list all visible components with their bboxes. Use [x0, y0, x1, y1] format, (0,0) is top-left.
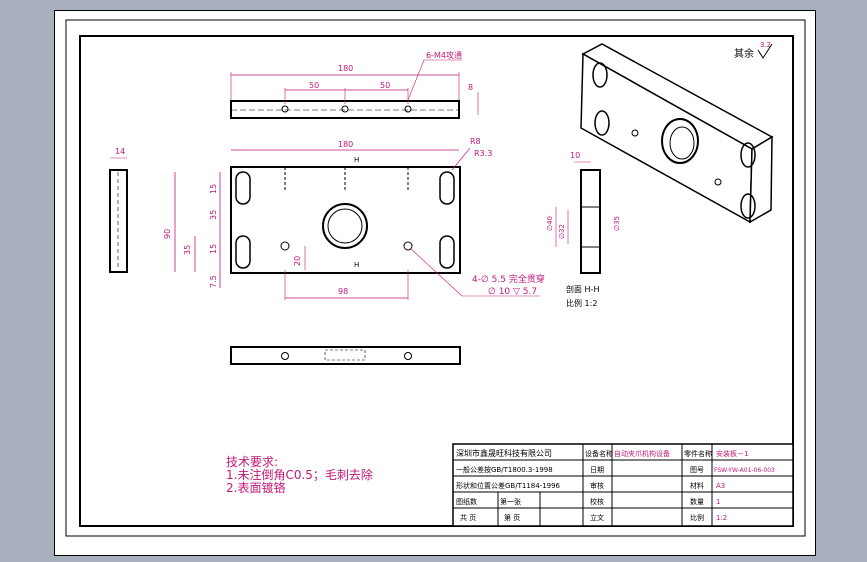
dim-left-15-bottom: 15: [209, 244, 218, 254]
tolerance-geometric: 形状和位置公差GB/T1184-1996: [456, 481, 561, 490]
drawing-no-label: 图号: [690, 466, 704, 474]
surface-finish-value: 3.2: [760, 41, 771, 49]
sheet-number: 第一张: [500, 497, 521, 506]
dim-side-thickness: 14: [115, 147, 125, 156]
border-frame: [79, 35, 794, 527]
quantity-label: 数量: [690, 497, 704, 506]
check-label: 校核: [590, 497, 604, 506]
scale: 1:2: [716, 514, 727, 522]
part-name-label: 零件名称: [684, 449, 712, 458]
drawing-no: FSW-YW-A01-06-003: [714, 467, 775, 474]
section-scale: 比例 1:2: [566, 298, 597, 308]
bottom-view: [230, 346, 461, 365]
inner-frame: [65, 19, 806, 537]
page-number: 第 页: [504, 513, 520, 522]
dim-section-c: ∅35: [613, 216, 621, 231]
equip-name-label: 设备名称: [585, 449, 613, 458]
material-label: 材料: [690, 481, 704, 490]
company-name: 深圳市鑫晟旺科技有限公司: [456, 448, 552, 458]
review-label: 审核: [590, 481, 604, 490]
total-pages: 共 页: [460, 513, 476, 522]
dim-left-7-5: 7.5: [209, 275, 218, 288]
dim-front-width: 180: [338, 140, 353, 149]
scale-label: 比例: [690, 513, 704, 522]
dim-section-a: ∅40: [546, 216, 554, 231]
hole-note-line1: 4-∅ 5.5 完全贯穿: [472, 273, 545, 285]
tech-notes-line2: 2.表面镀铬: [226, 481, 286, 495]
sheet-count-label: 图纸数: [456, 497, 477, 506]
approve-label: 立文: [590, 513, 604, 522]
tech-notes-title: 技术要求:: [226, 455, 279, 469]
dim-overall-height: 90: [163, 229, 172, 239]
dim-hole-span: 98: [338, 287, 348, 296]
section-marker-bottom: H: [354, 261, 359, 269]
dim-top-left: 50: [309, 81, 319, 90]
thread-note: 6-M4攻通: [426, 50, 462, 60]
part-name: 安装板－1: [716, 449, 748, 458]
quantity: 1: [716, 498, 720, 506]
hole-callout: 4-∅ 5.5 完全贯穿 ∅ 10 ▽ 5.7: [409, 247, 545, 297]
hole-note-line2: ∅ 10 ▽ 5.7: [488, 287, 537, 297]
section-view: 10 ∅40 ∅32 ∅35 剖面 H-H 比例 1:2: [546, 151, 621, 308]
dim-left-35: 35: [209, 210, 218, 220]
equip-name: 自动夹爪机构设备: [614, 449, 670, 458]
tech-notes-line1: 1.未注倒角C0.5；毛刺去除: [226, 468, 373, 482]
front-view: 180 H H R8 R3.3 15 35 15 7.5 90 35 20 98: [163, 137, 492, 300]
dim-top-height: 8: [468, 83, 473, 92]
date-label: 日期: [590, 466, 604, 474]
material: A3: [716, 482, 725, 490]
section-marker-top: H: [354, 156, 359, 164]
dim-left-15-top: 15: [209, 184, 218, 194]
dim-top-overall: 180: [338, 64, 353, 73]
surface-finish-label: 其余: [734, 47, 754, 60]
tolerance-general: 一般公差按GB/T1800.3-1998: [456, 465, 553, 474]
dim-hole-offset: 20: [293, 256, 302, 266]
section-title: 剖面 H-H: [566, 284, 599, 294]
title-block: 深圳市鑫晟旺科技有限公司 一般公差按GB/T1800.3-1998 形状和位置公…: [452, 443, 794, 527]
surface-finish-symbol: 其余 3.2: [734, 41, 773, 60]
dim-radius: R8: [470, 137, 481, 146]
dim-radius2: R3.3: [474, 149, 492, 158]
top-view: 180 50 50 6-M4攻通 8: [230, 50, 479, 119]
dim-section-width: 10: [570, 151, 580, 160]
isometric-view: [580, 43, 774, 224]
side-view: 14: [109, 147, 128, 273]
dim-section-b: ∅32: [558, 224, 566, 239]
dim-left-mid: 35: [183, 245, 192, 255]
dim-top-right: 50: [380, 81, 390, 90]
